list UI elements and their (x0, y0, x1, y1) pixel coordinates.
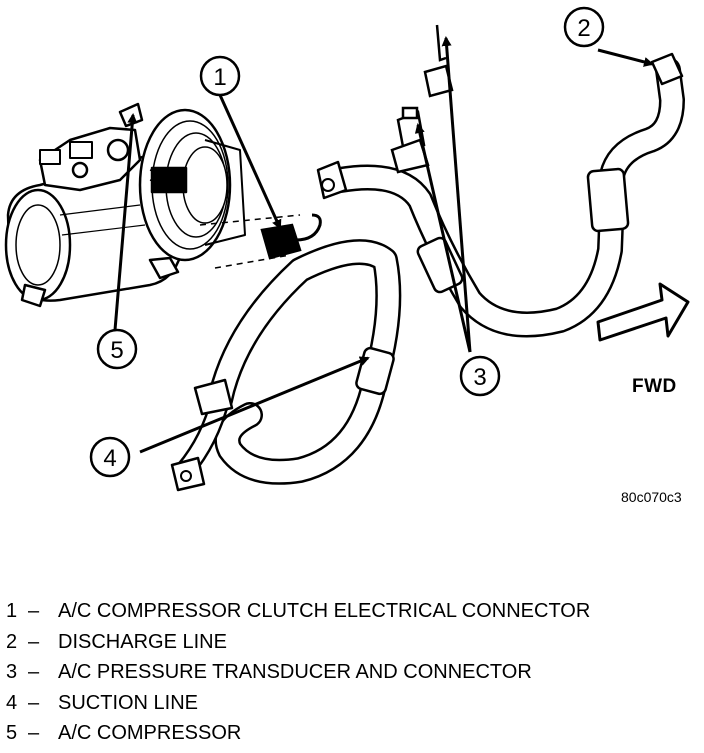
callout-1: 1 (199, 55, 241, 97)
legend-separator: – (28, 630, 40, 653)
legend-number: 4 (6, 691, 18, 714)
suction-line (170, 239, 402, 492)
legend-text: A/C COMPRESSOR CLUTCH ELECTRICAL CONNECT… (58, 600, 591, 622)
legend-text: SUCTION LINE (58, 691, 199, 714)
svg-text:4: 4 (103, 445, 116, 472)
legend-number: 5 (6, 722, 18, 744)
legend: 1 – A/C COMPRESSOR CLUTCH ELECTRICAL CON… (6, 600, 696, 753)
legend-item: 3 – A/C PRESSURE TRANSDUCER AND CONNECTO… (6, 661, 696, 692)
legend-separator: – (28, 722, 40, 744)
callout-leaders (113, 36, 654, 454)
fwd-label: FWD (632, 376, 677, 397)
ac-compressor (4, 102, 246, 308)
legend-item: 5 – A/C COMPRESSOR (6, 722, 696, 753)
legend-number: 2 (6, 630, 18, 653)
legend-text: DISCHARGE LINE (58, 630, 227, 653)
legend-number: 1 (6, 600, 18, 622)
legend-separator: – (28, 600, 40, 622)
legend-text: A/C COMPRESSOR (58, 722, 242, 744)
svg-text:5: 5 (110, 337, 123, 364)
callout-4: 4 (89, 436, 131, 478)
svg-text:3: 3 (473, 364, 486, 391)
callout-3: 3 (459, 355, 501, 397)
legend-item: 1 – A/C COMPRESSOR CLUTCH ELECTRICAL CON… (6, 600, 696, 631)
svg-text:2: 2 (577, 15, 590, 42)
legend-text: A/C PRESSURE TRANSDUCER AND CONNECTOR (58, 661, 532, 683)
pressure-transducer (390, 24, 454, 174)
legend-item: 2 – DISCHARGE LINE (6, 631, 696, 662)
svg-text:1: 1 (213, 64, 226, 91)
figure-id: 80c070c3 (621, 489, 682, 505)
legend-separator: – (28, 691, 40, 714)
legend-separator: – (28, 661, 40, 683)
clutch-electrical-connector (260, 213, 322, 260)
legend-item: 4 – SUCTION LINE (6, 692, 696, 723)
callout-2: 2 (563, 6, 605, 48)
discharge-line (316, 52, 685, 338)
ac-system-illustration: 1 2 3 4 5 (4, 6, 690, 492)
legend-number: 3 (6, 661, 18, 683)
callout-5: 5 (96, 328, 138, 370)
fwd-arrow (596, 282, 690, 342)
